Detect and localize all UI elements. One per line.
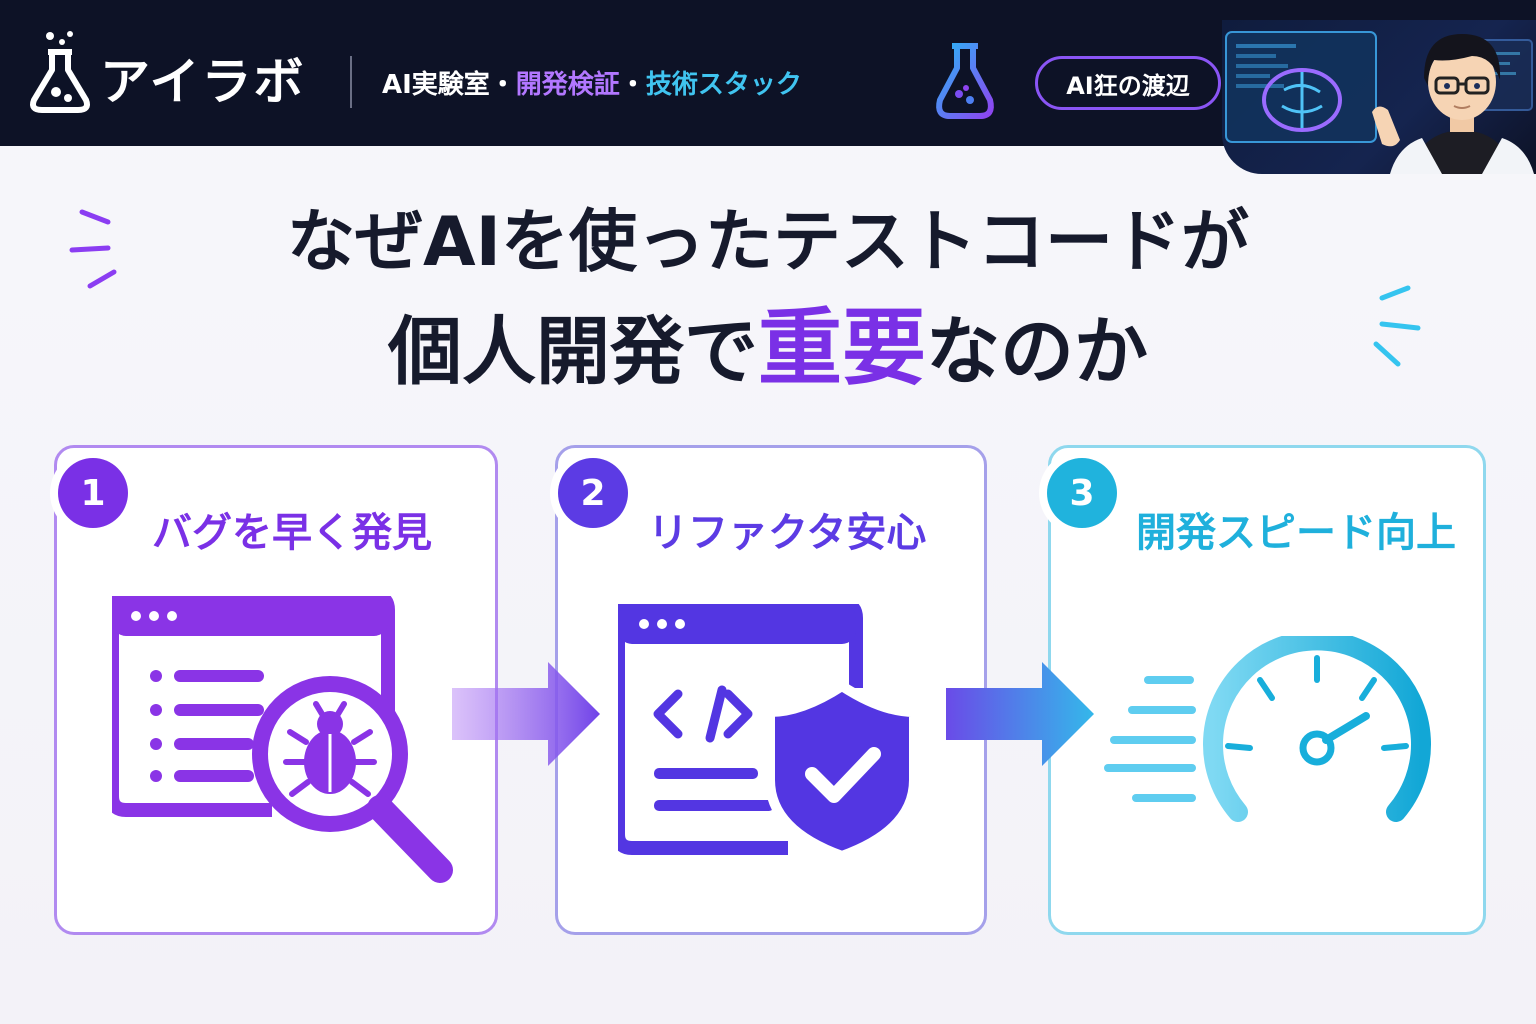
- tagline-sep: ・: [619, 70, 646, 100]
- step-title-3: 開発スピード向上: [1136, 510, 1456, 556]
- headline-line2: 個人開発で重要なのか: [0, 288, 1536, 412]
- author-badge[interactable]: AI狂の渡辺: [1035, 56, 1221, 110]
- headline-line2-post: なのか: [926, 309, 1148, 395]
- header-divider: [350, 56, 352, 108]
- bug-search-icon: [112, 596, 453, 883]
- site-header: アイラボ AI実験室・開発検証・技術スタック AI狂の渡辺: [0, 0, 1536, 174]
- tagline-part1: AI実験室・: [382, 70, 516, 100]
- step-title-2: リファクタ安心: [648, 510, 927, 556]
- step-number-1: 1: [58, 458, 128, 528]
- avatar: [1222, 20, 1536, 174]
- headline-line2-pre: 個人開発で: [387, 309, 758, 395]
- tagline: AI実験室・開発検証・技術スタック: [382, 64, 802, 101]
- step-number-3: 3: [1047, 458, 1117, 528]
- headline-line1: なぜAIを使ったテストコードが: [287, 203, 1249, 282]
- arrow-right-icon: [452, 662, 600, 766]
- logo-text[interactable]: アイラボ: [100, 53, 306, 111]
- headline-accent: 重要: [757, 299, 926, 397]
- step-number-2: 2: [558, 458, 628, 528]
- tagline-part2: 開発検証: [515, 70, 620, 100]
- arrow-right-icon-2: [946, 662, 1094, 766]
- flask-logo-icon: [30, 31, 90, 113]
- ai-brain-avatar-icon: [1225, 31, 1534, 174]
- flask-icon: [936, 43, 994, 119]
- headline: なぜAIを使ったテストコードが 個人開発で重要なのか: [0, 198, 1536, 412]
- tagline-part3: 技術スタック: [645, 70, 802, 100]
- sparkle-left-icon: [69, 209, 117, 289]
- step-title-1: バグを早く発見: [152, 510, 432, 556]
- speedometer-icon: [1104, 636, 1431, 822]
- sparkle-right-icon: [1373, 285, 1421, 367]
- code-shield-icon: [618, 604, 918, 860]
